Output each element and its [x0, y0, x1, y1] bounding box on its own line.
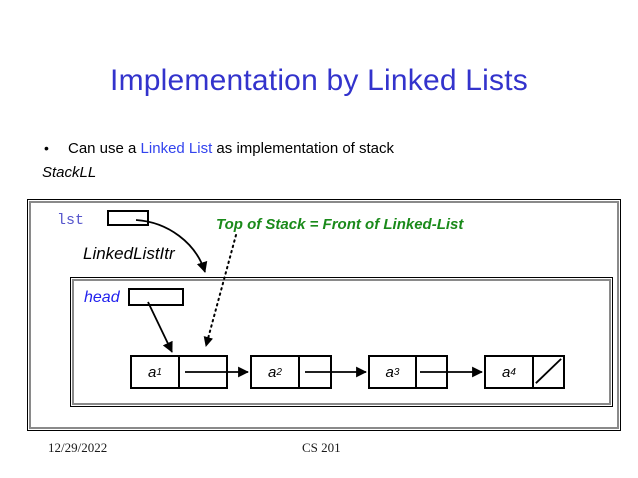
head-pointer-box — [128, 288, 184, 306]
bullet-highlight-linked-list: Linked List — [140, 140, 213, 157]
null-pointer-slash-icon — [535, 358, 562, 384]
node-pointer-cell — [300, 357, 330, 387]
bullet-item: • Can use a Linked List as implementation… — [44, 140, 604, 157]
node-data-subscript: 1 — [156, 366, 162, 378]
sub-caption-stackll: StackLL — [42, 164, 97, 181]
bullet-text-before: Can use a — [68, 140, 141, 157]
node-pointer-cell — [180, 357, 226, 387]
page-title: Implementation by Linked Lists — [110, 64, 528, 97]
node-data-subscript: 2 — [276, 366, 282, 378]
bullet-marker: • — [44, 140, 49, 156]
node-data-value: a — [148, 363, 157, 381]
node-pointer-cell — [417, 357, 446, 387]
node-data-value: a — [502, 363, 511, 381]
node-data-value: a — [385, 363, 394, 381]
footer-course-code: CS 201 — [302, 440, 341, 455]
head-variable-label: head — [84, 289, 120, 306]
lst-variable-label: lst — [57, 212, 85, 229]
node-data-value: a — [268, 363, 277, 381]
top-of-stack-annotation: Top of Stack = Front of Linked-List — [216, 216, 464, 233]
lst-pointer-box — [107, 210, 149, 226]
bullet-text-after: as implementation of stack — [212, 140, 395, 157]
footer-date: 12/29/2022 — [48, 440, 108, 455]
node-data-subscript: 3 — [393, 366, 400, 378]
node-pointer-cell — [534, 357, 563, 387]
node-data-subscript: 4 — [510, 366, 516, 378]
linkedlistitr-type-label: LinkedListItr — [83, 244, 175, 263]
